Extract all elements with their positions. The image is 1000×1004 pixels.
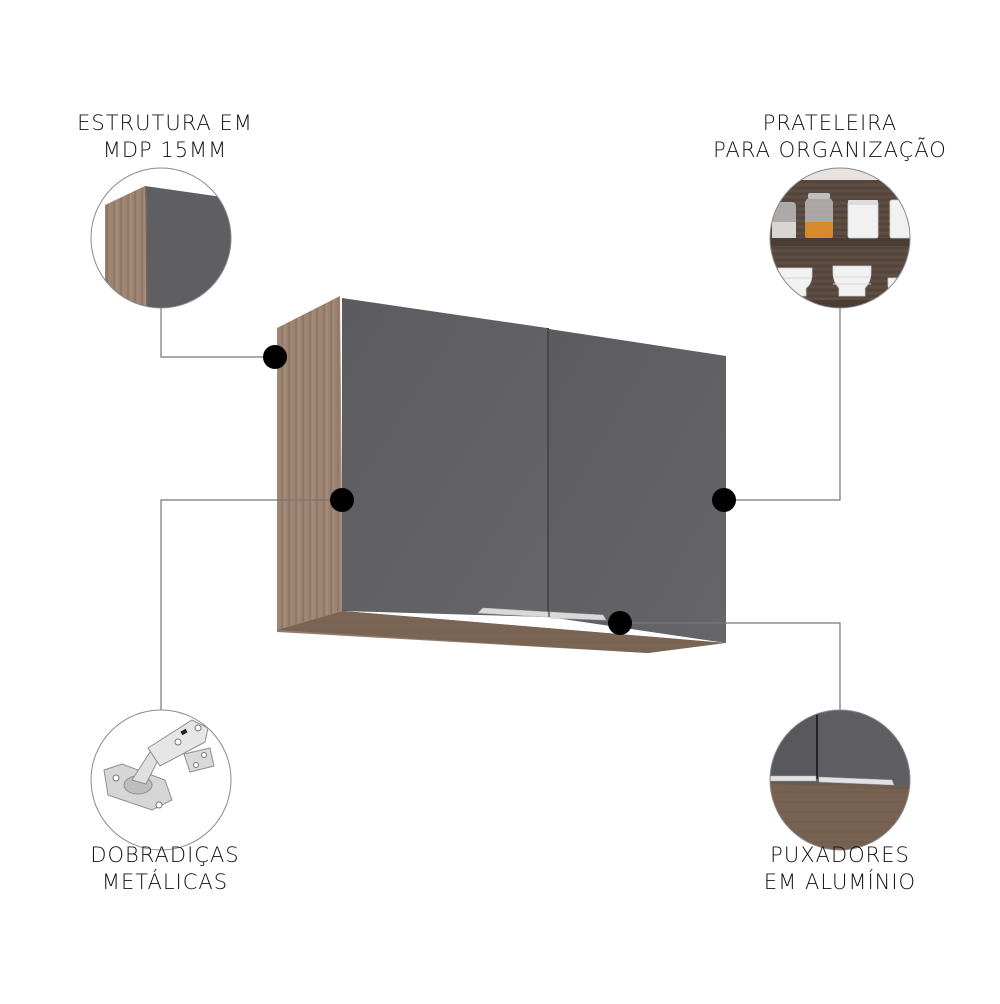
feature-label-dobradicas: DOBRADIÇAS METÁLICAS	[60, 842, 270, 896]
feature-label-puxadores: PUXADORES EM ALUMÍNIO	[730, 842, 950, 896]
handle-left[interactable]	[477, 607, 549, 618]
feature-label-line: DOBRADIÇAS	[90, 843, 240, 867]
feature-label-prateleira: PRATELEIRA PARA ORGANIZAÇÃO	[700, 110, 960, 164]
mdp-panel-corner-icon	[90, 167, 232, 309]
connector-estrutura	[160, 308, 275, 358]
cabinet-door-right	[549, 329, 726, 643]
connector-puxadores	[620, 622, 841, 710]
markers	[263, 345, 736, 635]
feature-label-line: METÁLICAS	[101, 870, 229, 894]
feature-label-line: PUXADORES	[770, 843, 910, 867]
connector-prateleira	[724, 308, 841, 501]
feature-label-estrutura: ESTRUTURA EM MDP 15MM	[60, 110, 270, 164]
handle-right[interactable]	[549, 611, 607, 621]
marker-dobradicas[interactable]	[330, 488, 354, 512]
metal-hinge-icon	[90, 709, 232, 851]
cabinet-door-left	[342, 298, 547, 617]
marker-puxadores[interactable]	[608, 611, 632, 635]
canister-icon	[847, 201, 879, 239]
connector-dobradicas	[160, 499, 342, 710]
feature-label-line: ESTRUTURA EM	[77, 111, 253, 135]
marker-estrutura[interactable]	[263, 345, 287, 369]
connector-lines	[160, 308, 841, 710]
cabinet-side-panel	[277, 296, 343, 630]
wall-cabinet	[277, 296, 726, 653]
shelf-with-jars-icon	[769, 167, 911, 309]
feature-label-line: PARA ORGANIZAÇÃO	[713, 138, 947, 162]
aluminum-handle-icon	[769, 709, 911, 851]
marker-prateleira[interactable]	[712, 488, 736, 512]
feature-label-line: EM ALUMÍNIO	[763, 870, 917, 894]
feature-label-line: PRATELEIRA	[762, 111, 898, 135]
feature-label-line: MDP 15MM	[102, 138, 228, 162]
